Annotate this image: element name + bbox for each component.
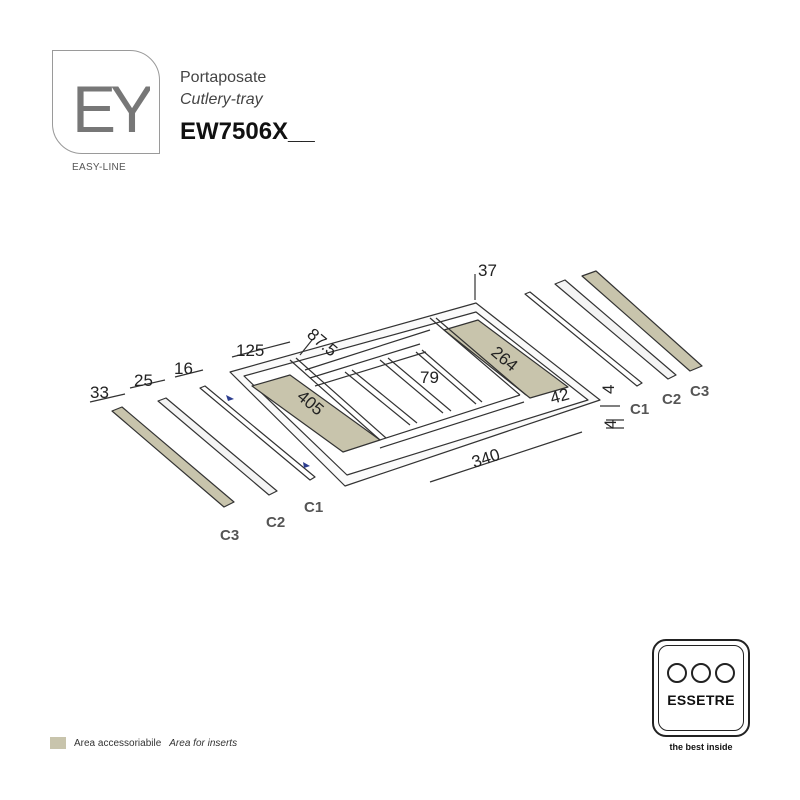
part-c1-right: C1 xyxy=(630,401,649,418)
easy-line-logo-icon: EY xyxy=(72,72,150,140)
dim-4-b: 4 xyxy=(601,420,620,429)
right-insert-area xyxy=(443,319,569,399)
strip-c2-right xyxy=(554,279,677,380)
part-c2-right: C2 xyxy=(662,391,681,408)
part-c3-right: C3 xyxy=(690,383,709,400)
part-c2-left: C2 xyxy=(266,514,285,531)
dim-37: 37 xyxy=(478,261,497,280)
divider-long xyxy=(289,359,381,441)
dim-125: 125 xyxy=(236,341,264,360)
logo-letters: EY xyxy=(72,72,150,140)
dim-25: 25 xyxy=(134,371,153,390)
legend-label-italian: Area accessoriabile xyxy=(74,737,162,749)
marker-right xyxy=(303,462,310,468)
essetre-circles-icon xyxy=(654,663,748,683)
insert-area-swatch xyxy=(50,737,66,749)
logo-frame xyxy=(52,50,160,154)
legend: Area accessoriabile Area for inserts xyxy=(50,737,237,749)
dim-340: 340 xyxy=(469,445,502,472)
essetre-logo-inner xyxy=(658,645,744,731)
dim-42: 42 xyxy=(548,385,571,408)
logo-label: EASY-LINE xyxy=(72,162,127,173)
strip-c1-right xyxy=(524,291,643,387)
dim-16: 16 xyxy=(174,359,193,378)
product-code: EW7506X__ xyxy=(180,118,315,145)
marker-left xyxy=(226,395,234,401)
dim-33: 33 xyxy=(90,383,109,402)
product-name-english: Cutlery-tray xyxy=(180,91,263,108)
strip-c3-right xyxy=(581,270,703,372)
product-name-italian: Portaposate xyxy=(180,69,267,86)
strip-c2-left xyxy=(157,397,278,496)
strip-c3-left xyxy=(111,406,235,508)
brand-name: ESSETRE xyxy=(667,692,735,708)
dim-79: 79 xyxy=(420,368,439,387)
brand-tagline: the best inside xyxy=(669,742,733,752)
legend-label-english: Area for inserts xyxy=(169,737,238,749)
divider-back xyxy=(304,329,431,371)
part-c1-left: C1 xyxy=(304,499,323,516)
essetre-logo: ESSETRE xyxy=(652,639,750,737)
dim-4-a: 4 xyxy=(599,385,618,394)
strip-c1-left xyxy=(199,385,316,481)
part-c3-left: C3 xyxy=(220,527,239,544)
